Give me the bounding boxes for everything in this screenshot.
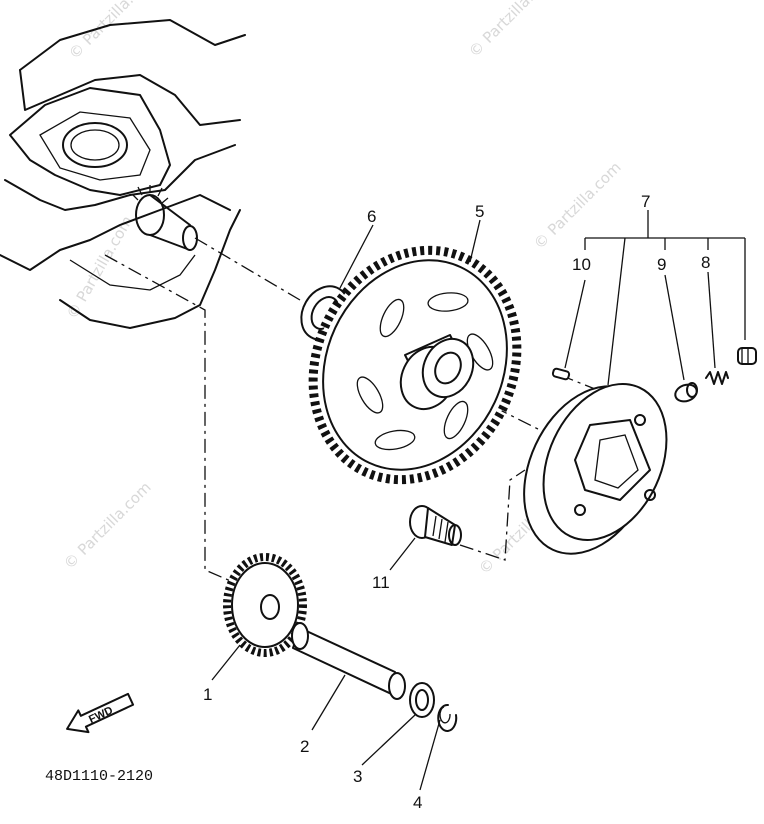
callout-2[interactable]: 2 [300, 737, 309, 756]
watermark-2: © Partzilla.com [465, 0, 560, 61]
callout-10[interactable]: 10 [572, 255, 591, 274]
callout-11[interactable]: 11 [372, 573, 390, 592]
fwd-arrow-icon: FWD [66, 692, 135, 734]
part-4-circlip[interactable] [437, 703, 458, 732]
part-7-cap[interactable] [737, 347, 757, 365]
part-1-idle-gear[interactable] [223, 553, 307, 657]
callout-5[interactable]: 5 [475, 202, 484, 221]
part-5-wheel-gear[interactable] [276, 217, 553, 514]
part-2-shaft[interactable] [291, 622, 406, 700]
diagram-code: 48D1110-2120 [45, 768, 153, 785]
part-3-washer[interactable] [409, 682, 435, 718]
callouts: 1 2 3 4 5 6 7 8 9 10 11 [203, 192, 710, 812]
engine-case-drawing [0, 19, 246, 329]
fwd-label: FWD [87, 704, 115, 725]
watermark-5: © Partzilla.com [60, 478, 155, 573]
callout-7[interactable]: 7 [641, 192, 650, 211]
part-11-bolt[interactable] [409, 505, 462, 546]
part-8-spring[interactable] [705, 371, 729, 385]
part-10-roller[interactable] [551, 367, 571, 381]
part-9-plunger[interactable] [673, 382, 699, 405]
watermark-3: © Partzilla.com [63, 213, 136, 322]
callout-3[interactable]: 3 [353, 767, 362, 786]
callout-4[interactable]: 4 [413, 793, 422, 812]
callout-6[interactable]: 6 [367, 207, 376, 226]
leader-lines [211, 210, 746, 791]
watermark-1: © Partzilla.com [65, 0, 160, 63]
callout-1[interactable]: 1 [203, 685, 212, 704]
part-7-starter-clutch[interactable] [498, 364, 690, 575]
callout-9[interactable]: 9 [657, 255, 666, 274]
callout-8[interactable]: 8 [701, 253, 710, 272]
